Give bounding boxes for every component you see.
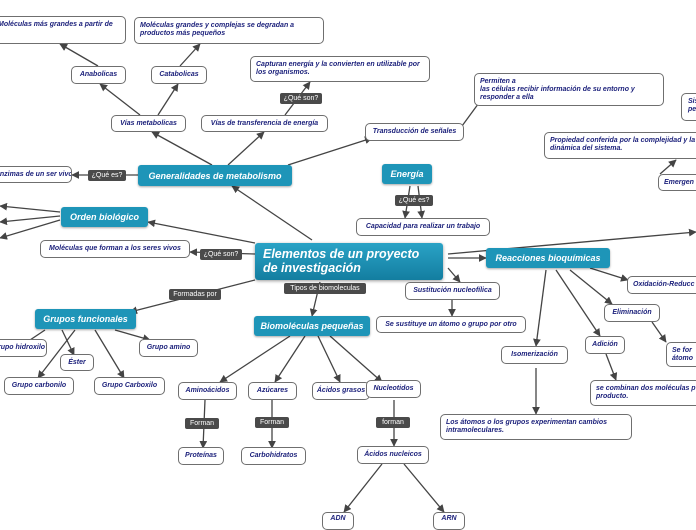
- tag-que-es-generalidades: ¿Qué es?: [88, 170, 126, 181]
- topic-generalidades-metabolismo[interactable]: Generalidades de metabolismo: [138, 165, 292, 186]
- node-adn[interactable]: ADN: [322, 512, 354, 530]
- tag-que-es-energia: ¿Qué es?: [395, 195, 433, 206]
- tag-forman-aminoacidos: Forman: [185, 418, 219, 429]
- node-azucares[interactable]: Azúcares: [248, 382, 297, 400]
- edge: [569, 269, 613, 305]
- node-arn[interactable]: ARN: [433, 512, 465, 530]
- edge: [605, 353, 618, 381]
- node-transduccion-senales[interactable]: Transducción de señales: [365, 123, 464, 141]
- edge: [0, 215, 61, 226]
- edge: [61, 329, 75, 356]
- node-se-forma[interactable]: Se for átomo: [666, 342, 696, 367]
- node-permiten[interactable]: Permiten a las células recibir informaci…: [474, 73, 664, 106]
- edge: [329, 335, 383, 383]
- topic-energia[interactable]: Energía: [382, 164, 432, 184]
- edge: [447, 267, 461, 283]
- tag-formadas-por: Formadas por: [169, 289, 221, 300]
- node-acidos-nucleicos[interactable]: Ácidos nucleicos: [357, 446, 429, 464]
- edge: [343, 463, 383, 513]
- node-aminoacidos[interactable]: Aminoácidos: [178, 382, 237, 400]
- edge: [533, 269, 547, 347]
- tag-forman-nucleotidos: forman: [376, 417, 410, 428]
- node-isomerizacion[interactable]: Isomerización: [501, 346, 568, 364]
- edge: [589, 267, 629, 282]
- edge: [659, 159, 677, 175]
- edge: [651, 321, 667, 343]
- node-oxidacion-reduccion[interactable]: Oxidación-Reducc: [627, 276, 696, 294]
- node-grupo-carboxilo[interactable]: Grupo Carboxilo: [94, 377, 165, 395]
- edge: [403, 463, 445, 513]
- node-grupo-carbonilo[interactable]: Grupo carbonilo: [4, 377, 74, 395]
- tag-forman-azucares: Forman: [255, 417, 289, 428]
- node-anabolicas[interactable]: Anabolicas: [71, 66, 126, 84]
- topic-grupos-funcionales[interactable]: Grupos funcionales: [35, 309, 136, 329]
- edge: [114, 329, 151, 342]
- tag-tipos-biomoleculas: Tipos de biomoleculas: [284, 283, 366, 294]
- edge: [99, 83, 141, 116]
- node-acidos-grasos[interactable]: Ácidos grasos: [312, 382, 370, 400]
- node-moleculas-complejas[interactable]: Moléculas grandes y complejas se degrada…: [134, 17, 324, 44]
- node-sustitucion-nucleofilica[interactable]: Sustitución nucleofílica: [405, 282, 500, 300]
- topic-reacciones-bioquimicas[interactable]: Reacciones bioquímicas: [486, 248, 610, 268]
- node-los-atomos[interactable]: Los átomos o los grupos experimentan cam…: [440, 414, 632, 440]
- node-adicion[interactable]: Adición: [585, 336, 625, 354]
- node-grupo-amino[interactable]: Grupo amino: [139, 339, 198, 357]
- node-moleculas-mas-grandes[interactable]: Moléculas más grandes a partir de: [0, 16, 126, 44]
- node-vias-transferencia[interactable]: Vías de transferencia de energía: [201, 115, 328, 132]
- edge: [37, 329, 76, 379]
- node-propiedad-conferida[interactable]: Propiedad conferida por la complejidad y…: [544, 132, 696, 159]
- tag-que-son-orden: ¿Qué son?: [200, 249, 242, 260]
- edge: [147, 219, 256, 244]
- edge: [219, 335, 291, 383]
- node-ester[interactable]: Éster: [60, 354, 94, 371]
- topic-orden-biologico[interactable]: Orden biológico: [61, 207, 148, 227]
- edge: [151, 131, 213, 166]
- node-moleculas-forman-seres-vivos[interactable]: Moléculas que forman a los seres vivos: [40, 240, 190, 258]
- node-nucleotidos[interactable]: Nucleotidos: [366, 380, 421, 398]
- edge: [287, 136, 373, 166]
- tag-que-son-vias: ¿Qué son?: [280, 93, 322, 104]
- node-se-sustituye[interactable]: Se sustituye un átomo o grupo por otro: [376, 316, 526, 333]
- node-carbohidratos[interactable]: Carbohidratos: [241, 447, 306, 465]
- edge: [317, 335, 341, 383]
- node-capturan-energia[interactable]: Capturan energía y la convierten en util…: [250, 56, 430, 82]
- edge: [94, 329, 125, 379]
- node-proteinas[interactable]: Proteínas: [178, 447, 224, 465]
- edge: [274, 335, 306, 383]
- node-emergen[interactable]: Emergen: [658, 174, 696, 191]
- node-catabolicas[interactable]: Catabolicas: [151, 66, 207, 84]
- node-capacidad-trabajo[interactable]: Capacidad para realizar un trabajo: [356, 218, 490, 236]
- edge: [157, 83, 179, 116]
- node-grupo-hidroxilo[interactable]: rupo hidroxilo: [0, 339, 47, 357]
- node-vias-metabolicas[interactable]: Vías metabolicas: [111, 115, 186, 132]
- edge: [0, 202, 61, 213]
- node-partial-top-right[interactable]: Sis pe: [681, 93, 696, 121]
- central-topic[interactable]: Elementos de un proyecto de investigació…: [255, 243, 443, 280]
- edge: [0, 219, 61, 240]
- edge: [555, 269, 601, 337]
- edge: [231, 185, 313, 241]
- edge: [59, 43, 99, 67]
- edge: [179, 43, 201, 67]
- edge: [227, 131, 265, 166]
- node-se-combinan[interactable]: se combinan dos moléculas p producto.: [590, 380, 696, 406]
- topic-biomoleculas-pequenas[interactable]: Biomoléculas pequeñas: [254, 316, 370, 336]
- node-eliminacion[interactable]: Eliminación: [604, 304, 660, 322]
- node-enzimas-ser-vivo[interactable]: enzimas de un ser vivo: [0, 166, 72, 183]
